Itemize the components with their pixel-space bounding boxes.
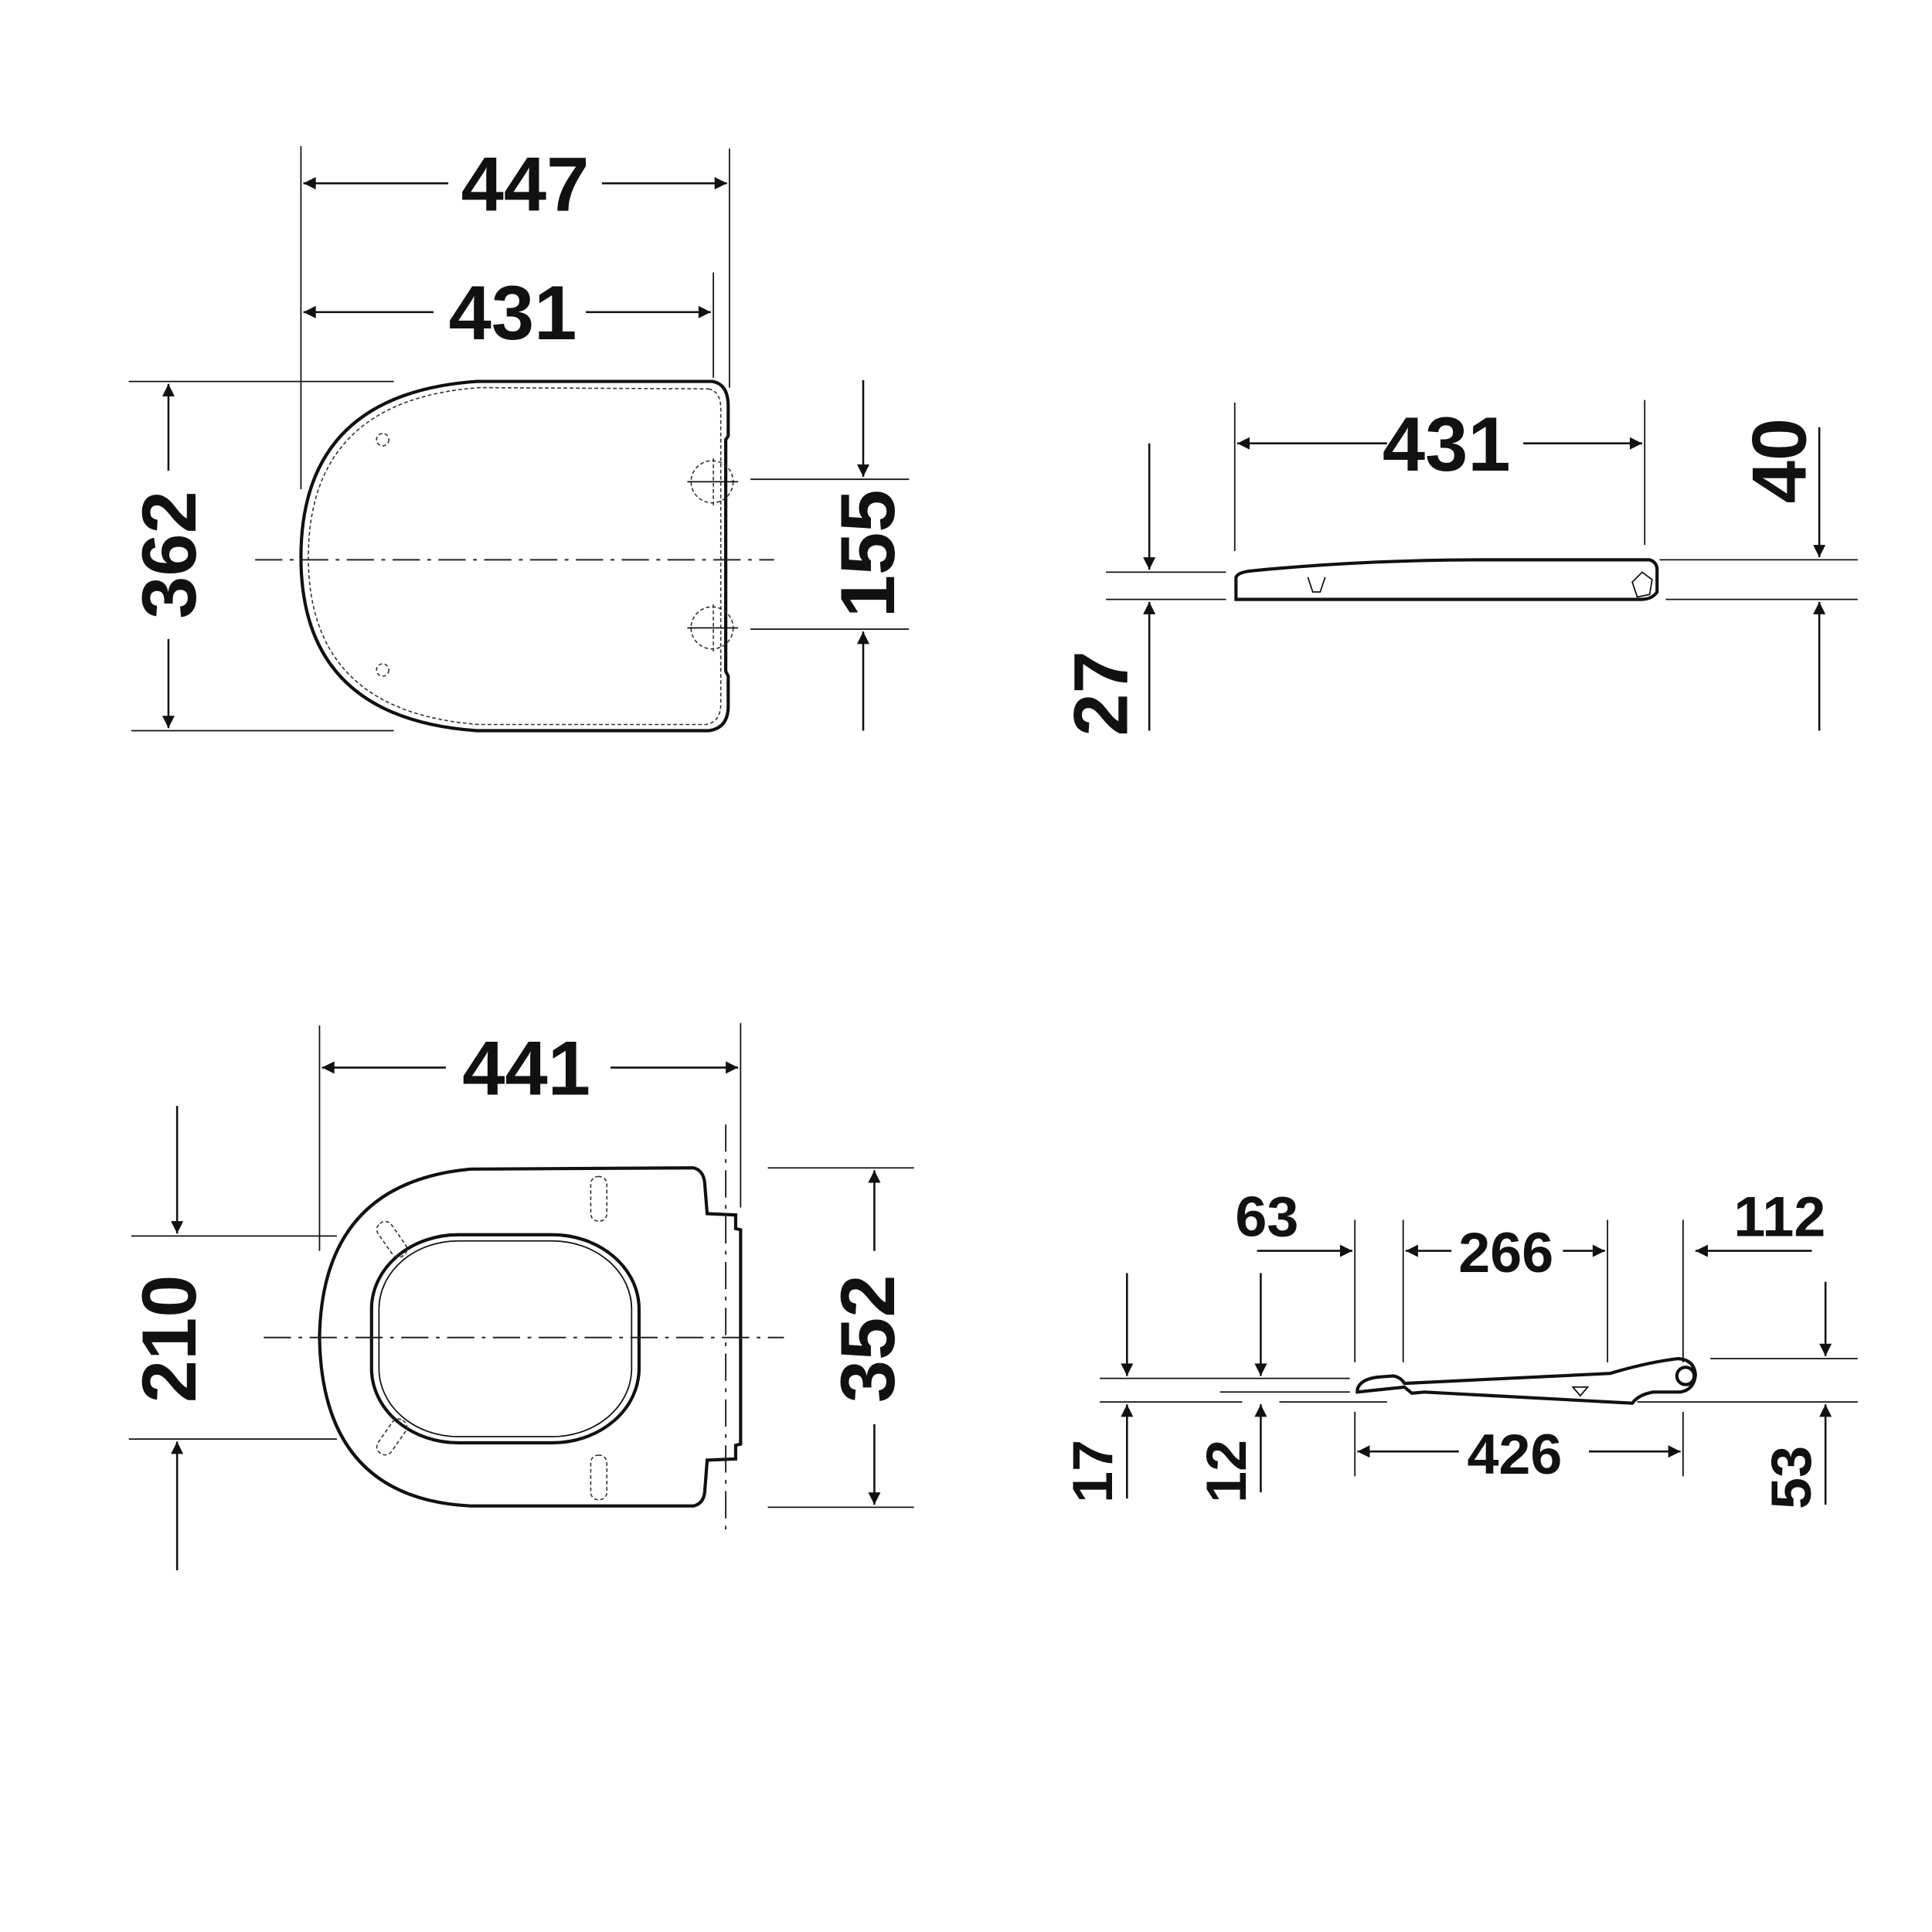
dim-12: 12 bbox=[1194, 1440, 1258, 1503]
dim-352: 352 bbox=[825, 1274, 911, 1403]
dim-210: 210 bbox=[127, 1274, 213, 1403]
dim-63: 63 bbox=[1235, 1184, 1298, 1248]
dim-53: 53 bbox=[1759, 1446, 1823, 1509]
dim-155: 155 bbox=[825, 489, 911, 617]
dim-447: 447 bbox=[461, 141, 590, 227]
top-view-lid: 447 431 362 155 bbox=[127, 141, 911, 733]
top-view-seat: 441 210 352 bbox=[127, 1022, 914, 1571]
dim-112: 112 bbox=[1733, 1184, 1825, 1248]
side-view-lid: 431 27 40 bbox=[1058, 400, 1858, 736]
dim-27: 27 bbox=[1058, 651, 1144, 736]
dim-431-side: 431 bbox=[1383, 402, 1511, 488]
dim-40: 40 bbox=[1737, 418, 1823, 504]
dim-441: 441 bbox=[462, 1026, 590, 1112]
dim-431-top: 431 bbox=[449, 270, 577, 356]
dim-266: 266 bbox=[1458, 1220, 1553, 1284]
dim-426: 426 bbox=[1467, 1422, 1562, 1486]
dim-17: 17 bbox=[1060, 1440, 1124, 1503]
side-view-seat: 63 266 112 17 12 53 426 bbox=[1060, 1184, 1858, 1509]
dim-362: 362 bbox=[127, 491, 213, 619]
